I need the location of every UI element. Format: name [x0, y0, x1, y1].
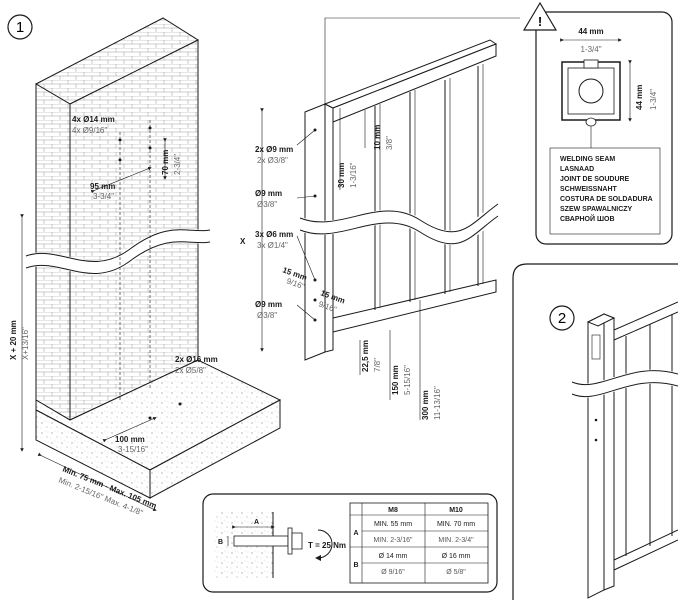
table-header-m8: M8	[388, 507, 398, 514]
gate-dim-150-imperial: 5-15/16"	[403, 365, 412, 395]
step-1-marker: 1	[7, 14, 33, 40]
gate-panel	[297, 39, 503, 361]
holes-base-label: 2x Ø16 mm	[175, 355, 218, 364]
detail-callout-line	[324, 17, 520, 104]
anchor-bolt	[233, 535, 289, 547]
gate-holes-9-top: 2x Ø9 mm	[255, 145, 293, 154]
gate-dim-30: 30 mm	[337, 163, 346, 188]
brick-wall	[23, 17, 212, 421]
gate-hole-9-mid: Ø9 mm	[255, 189, 282, 198]
step-2-panel: 2	[512, 263, 678, 600]
weld-label: COSTURA DE SOLDADURA	[560, 196, 653, 203]
torque-arrow-icon	[315, 529, 333, 561]
gate-dim-300-imperial: 11-13/16"	[433, 386, 442, 420]
holes-top-label: 4x Ø14 mm	[72, 115, 115, 124]
gate-holes-6-imperial: 3x Ø1/4"	[257, 241, 288, 250]
dim-70-imperial: 2-3/4"	[173, 154, 182, 175]
table-cell: Ø 9/16"	[381, 569, 405, 576]
profile-height-label: 44 mm	[635, 85, 644, 110]
gate-dim-22: 22,5 mm	[361, 340, 370, 372]
profile-width-label: 44 mm	[578, 27, 603, 36]
table-cell: Ø 16 mm	[442, 553, 471, 560]
weld-label: LASNAAD	[560, 166, 594, 173]
anchor-spec-table	[349, 502, 489, 584]
dim-95-label: 95 mm	[90, 182, 115, 191]
table-cell: Ø 5/8"	[446, 569, 466, 576]
gate-dim-150: 150 mm	[391, 365, 400, 395]
table-cell: MIN. 2-3/4"	[438, 537, 474, 544]
table-cell: MIN. 70 mm	[437, 521, 475, 528]
dim-70-label: 70 mm	[161, 150, 170, 175]
gate-leader-lines	[260, 108, 421, 420]
step-2-number: 2	[558, 310, 566, 327]
weld-label: SZEW SPAWALNICZY	[560, 206, 633, 213]
table-row-key-b: B	[353, 562, 358, 569]
warning-triangle-icon	[522, 1, 558, 31]
wall-height-label: X + 20 mm	[9, 320, 18, 360]
anchor-label-a: A	[254, 519, 259, 526]
dim-100-label: 100 mm	[115, 435, 145, 444]
profile-height-imperial: 1-3/4"	[649, 89, 658, 110]
table-header-m10: M10	[449, 507, 463, 514]
gate-hole-9-low: Ø9 mm	[255, 300, 282, 309]
step-1-number: 1	[16, 19, 24, 36]
weld-label: SCHWEISSNAHT	[560, 186, 618, 193]
profile-width-imperial: 1-3/4"	[580, 45, 601, 54]
gate-dim-10: 10 mm	[373, 125, 382, 150]
weld-label: СВАРНОЙ ШОВ	[560, 214, 615, 223]
gate-hole-9-low-imperial: Ø3/8"	[257, 311, 277, 320]
profile-detail-box: !	[522, 1, 673, 245]
warning-symbol: !	[538, 14, 542, 29]
gate-dim-22-imperial: 7/8"	[373, 358, 382, 372]
base-depth-dimension	[37, 452, 157, 511]
holes-base-imperial: 2x Ø5/8"	[175, 366, 206, 375]
wall-height-imperial: X+13/16"	[21, 327, 30, 360]
gate-holes-6: 3x Ø6 mm	[255, 230, 293, 239]
weld-seam-labels: WELDING SEAM LASNAAD JOINT DE SOUDURE SC…	[560, 156, 653, 223]
weld-label: WELDING SEAM	[560, 156, 615, 163]
table-cell: MIN. 55 mm	[374, 521, 412, 528]
table-cell: Ø 14 mm	[379, 553, 408, 560]
wall-drill-marks	[90, 120, 182, 443]
anchor-label-b: B	[218, 539, 223, 546]
gate-dim-300: 300 mm	[421, 390, 430, 420]
torque-label: T = 25 Nm	[308, 541, 346, 550]
weld-label: JOINT DE SOUDURE	[560, 176, 630, 183]
gate-x-label: X	[240, 237, 246, 246]
table-cell: MIN. 2-3/16"	[373, 537, 413, 544]
holes-top-imperial: 4x Ø9/16"	[72, 126, 107, 135]
gate-hole-9-mid-imperial: Ø3/8"	[257, 200, 277, 209]
gate-holes-9-top-imperial: 2x Ø3/8"	[257, 156, 288, 165]
gate-dim-10-imperial: 3/8"	[385, 136, 394, 150]
dim-95-imperial: 3-3/4"	[93, 192, 114, 201]
gate-dim-30-imperial: 1-3/16"	[349, 162, 358, 188]
dim-100-imperial: 3-15/16"	[118, 445, 148, 454]
table-row-key-a: A	[353, 530, 358, 537]
